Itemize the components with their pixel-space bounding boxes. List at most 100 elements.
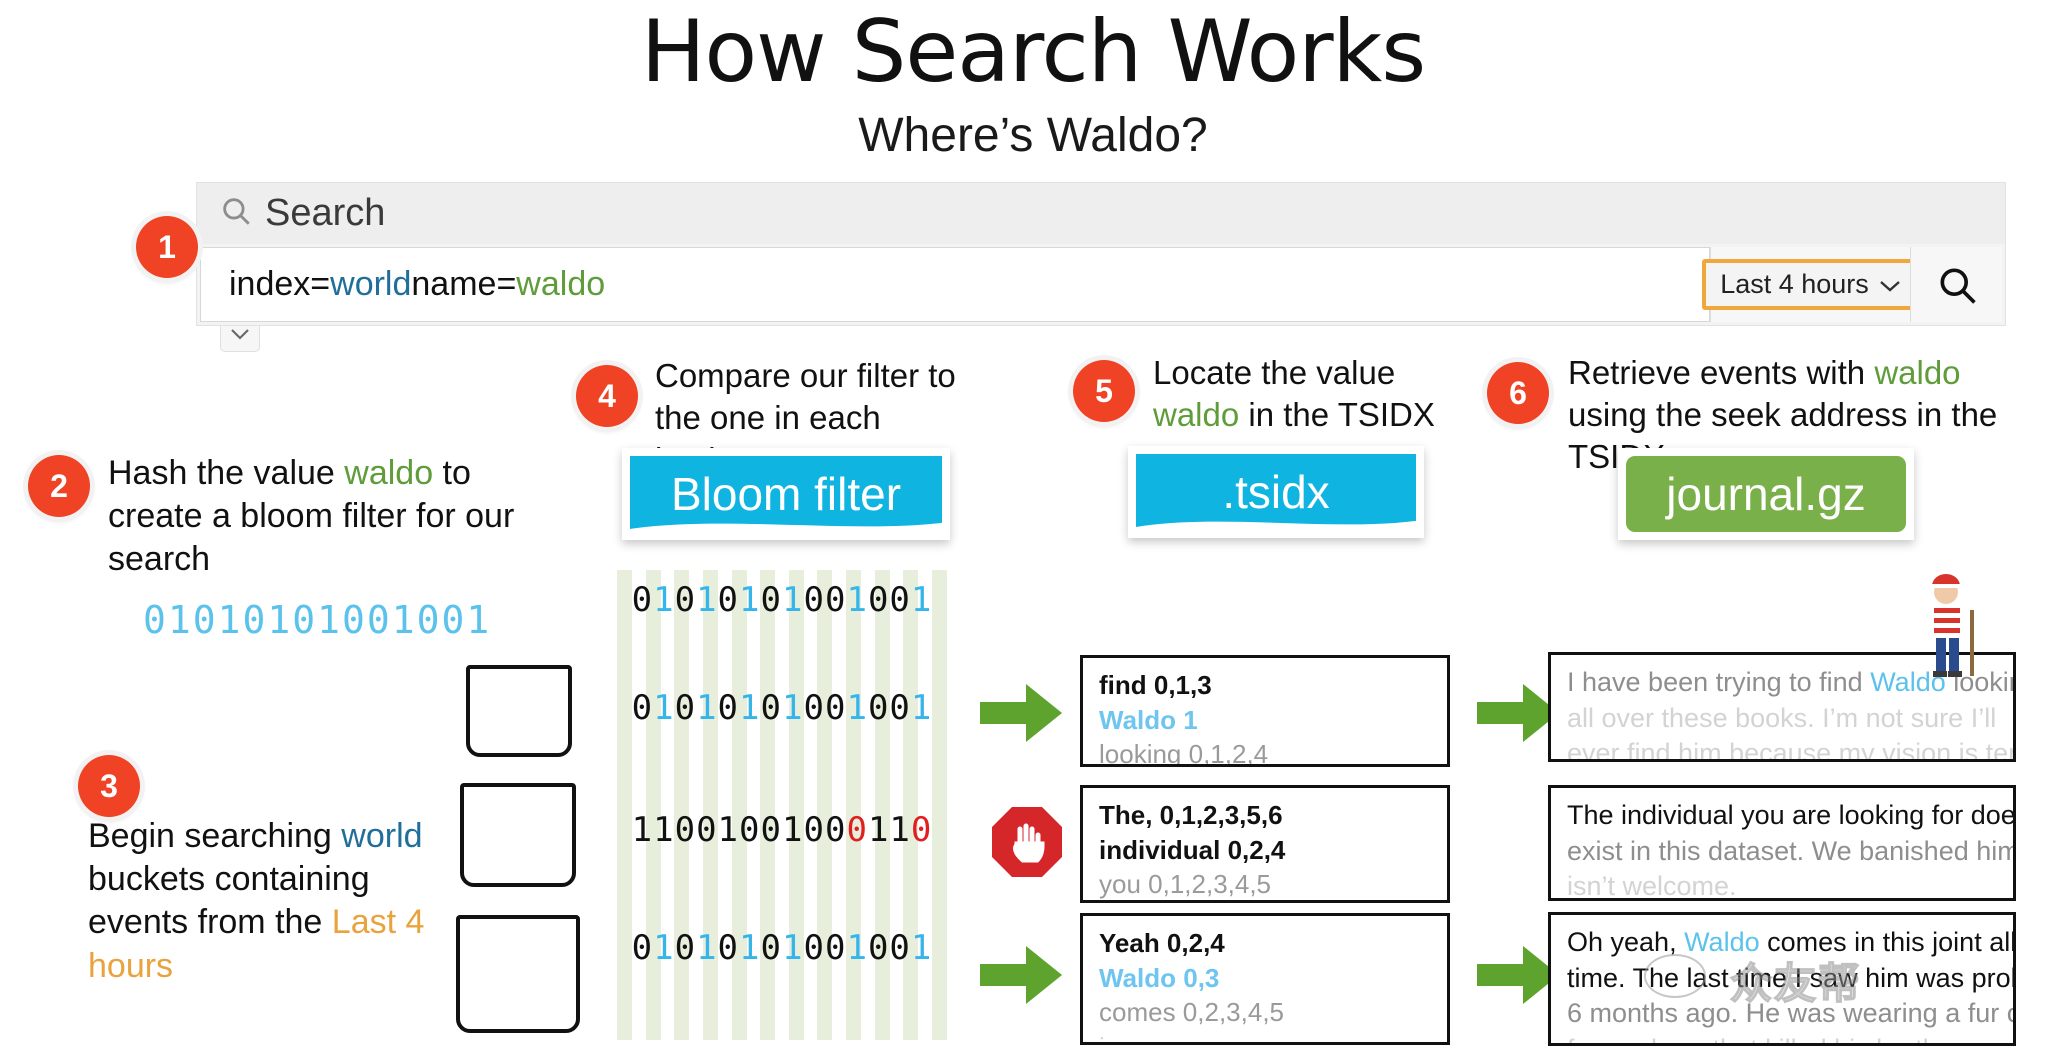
event-line: all over these books. I’m not sure I’ll [1567,702,1997,733]
bloom-banner-shape [630,456,942,529]
search-placeholder-row[interactable]: Search [196,182,2006,244]
bit: 0 [867,688,890,728]
step-2-text: Hash the value waldo to create a bloom f… [108,452,528,582]
step-badge-2: 2 [28,455,90,517]
bloom-bit-grid: 01010101001001 01010101001001 1100100100… [617,570,947,1040]
step6-highlight: waldo [1874,354,1961,391]
bit: 0 [674,810,697,850]
step-6-text: Retrieve events with waldo using the see… [1568,352,2048,478]
event-line: Waldo 0,3 [1099,962,1220,993]
event-line: looking 0,1,2,4 [1099,739,1269,767]
query-name-value: waldo [516,265,606,303]
step5-part-b: in the TSIDX [1239,395,1435,433]
splunk-search-bar: Search index=world name=waldo Last 4 hou… [196,182,2006,352]
event-line: you 0,1,2,3,4,5 [1099,869,1272,900]
bit: 1 [910,688,933,728]
bit: 1 [696,688,718,728]
bit: 0 [717,928,740,968]
bit: 1 [846,928,868,968]
event-line: from a bear that killed his brother. [1567,1032,1999,1043]
search-input-row: index=world name=waldo Last 4 hours [196,244,2006,326]
bit: 1 [653,810,675,850]
journal-banner-label: journal.gz [1666,468,1866,520]
highlighted-term: Waldo [1684,927,1760,957]
step5-highlight: waldo [1153,395,1240,433]
step3-part-a: Begin searching [88,817,342,855]
bit: 0 [824,810,847,850]
bit: 1 [653,928,675,968]
bucket-3 [456,915,580,1033]
bit: 0 [631,688,654,728]
bucket-1 [466,665,572,757]
query-prefix: index= [229,265,331,303]
bit: 0 [674,688,697,728]
bit: 0 [889,928,911,968]
bit: 0 [760,928,782,968]
event-line: time. The last time I saw him was probab… [1567,962,2013,993]
bit: 0 [824,928,847,968]
bit: 0 [674,928,697,968]
time-range-label: Last 4 hours [1720,269,1869,299]
event-line: isn’t welcome. [1567,871,1737,901]
bloom-row-4: 01010101001001 [617,928,947,968]
bit: 0 [803,688,825,728]
bit: 1 [846,580,868,620]
step3-time-highlight: Last 4 hours [88,903,425,985]
bit: 1 [889,810,911,850]
time-range-picker[interactable]: Last 4 hours [1702,259,1919,310]
query-index-value: world [330,265,412,303]
bit: 1 [739,580,761,620]
search-expand-toggle[interactable] [220,326,260,352]
bit: 0 [760,688,782,728]
bit: 0 [674,580,697,620]
chevron-down-icon [1879,269,1901,300]
bit: 1 [696,928,718,968]
bit: 1 [653,580,675,620]
time-range-cell: Last 4 hours [1702,247,1919,322]
bit: 0 [739,810,761,850]
green-arrow-right-icon [978,942,1064,1008]
event-line: The individual you are looking for does … [1567,800,2016,830]
bit: 0 [803,580,825,620]
step2-part-b: to create a bloom filter for our search [108,454,515,579]
bucket-2 [460,783,576,887]
bit: 0 [846,810,868,850]
event-line: find 0,1,3 [1099,670,1212,700]
bit: 0 [760,810,782,850]
bit: 0 [760,580,782,620]
search-query-input[interactable]: index=world name=waldo [200,247,1710,322]
search-submit-button[interactable] [1910,247,2002,322]
bit: 0 [889,688,911,728]
step-badge-5: 5 [1073,360,1135,422]
bit: 1 [782,580,804,620]
step-badge-3: 3 [78,755,140,817]
bit: 0 [696,810,718,850]
bit: 1 [696,580,718,620]
journal-banner: journal.gz [1618,448,1914,540]
event-line: ever find him because my vision is terri… [1567,738,2013,762]
bit: 1 [782,928,804,968]
green-arrow-right-icon [1475,680,1561,746]
green-arrow-right-icon [978,680,1064,746]
bit: 0 [867,580,890,620]
tsidx-banner-shape [1136,454,1416,527]
bit: 0 [824,688,847,728]
event-line: individual 0,2,4 [1099,834,1286,865]
step2-part-a: Hash the value [108,454,345,492]
event-line: Yeah 0,2,4 [1099,928,1225,958]
tsidx-banner: .tsidx [1128,446,1424,538]
bit: 0 [717,580,740,620]
event-line: Oh yeah, Waldo comes in this joint all t… [1567,927,2016,957]
bit: 1 [910,928,933,968]
page-title: How Search Works [640,2,1426,102]
step-badge-4: 4 [576,365,638,427]
tsidx-banner-label: .tsidx [1222,466,1330,518]
event-line: exist in this dataset. We banished him. … [1567,835,2013,866]
step-3-text: Begin searching world buckets containing… [88,815,458,988]
step-badge-6: 6 [1487,362,1549,424]
bit: 0 [717,688,740,728]
bit: 1 [739,688,761,728]
